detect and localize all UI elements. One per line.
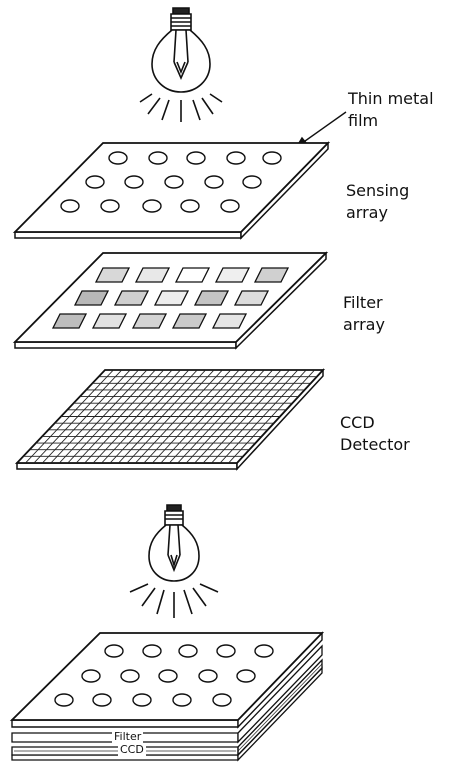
label-thin-metal-film: Thin metal film	[348, 88, 434, 132]
ccd-grid-column-line	[203, 370, 289, 463]
light-bulb-icon	[140, 8, 222, 122]
ccd-grid-column-line	[42, 370, 130, 463]
ccd-grid-column-line	[169, 370, 256, 463]
ccd-grid-column-line	[161, 370, 248, 463]
ccd-grid-column-line	[51, 370, 139, 463]
label-line: Detector	[340, 435, 410, 454]
stacked-assembly	[12, 633, 322, 760]
ccd-grid-column-line	[186, 370, 272, 463]
ccd-grid-column-line	[144, 370, 231, 463]
ccd-grid-column-line	[110, 370, 197, 463]
ccd-grid-column-line	[127, 370, 214, 463]
label-line: array	[343, 315, 385, 334]
sensing-array-plate	[15, 143, 328, 238]
label-line: Thin metal	[348, 89, 434, 108]
ccd-grid-column-line	[102, 370, 189, 463]
ccd-detector-plate	[17, 370, 323, 469]
ccd-grid-column-line	[93, 370, 180, 463]
ccd-grid-column-line	[212, 370, 298, 463]
label-ccd-detector: CCD Detector	[340, 412, 410, 456]
label-line: array	[346, 203, 388, 222]
ccd-grid-column-line	[119, 370, 206, 463]
ccd-grid-column-line	[76, 370, 163, 463]
ccd-grid-column-line	[59, 370, 147, 463]
sensing-holes	[61, 152, 281, 212]
label-sensing-array: Sensing array	[346, 180, 409, 224]
filter-row-3	[53, 314, 246, 328]
ccd-grid-column-line	[152, 370, 239, 463]
ccd-pixel-grid	[23, 370, 317, 463]
ccd-grid-column-line	[229, 370, 315, 463]
label-line: film	[348, 111, 379, 130]
label-filter-array: Filter array	[343, 292, 385, 336]
ccd-grid-column-line	[68, 370, 156, 463]
ccd-grid-column-line	[220, 370, 306, 463]
filter-row-2	[75, 291, 268, 305]
ccd-grid-column-line	[85, 370, 172, 463]
light-bulb-icon	[130, 505, 218, 618]
label-line: Filter	[343, 293, 383, 312]
ccd-grid-column-line	[195, 370, 281, 463]
ccd-grid-column-line	[34, 370, 122, 463]
stack-label-filter: Filter	[112, 730, 144, 743]
label-line: Sensing	[346, 181, 410, 200]
ccd-grid-column-line	[25, 370, 113, 463]
filter-elements	[53, 268, 288, 328]
ccd-grid-column-line	[178, 370, 265, 463]
stack-sensing-holes	[55, 645, 273, 706]
stack-label-ccd: CCD	[118, 743, 146, 756]
ccd-grid-column-line	[135, 370, 222, 463]
label-line: CCD	[340, 413, 375, 432]
filter-array-plate	[15, 253, 326, 348]
filter-row-1	[96, 268, 288, 282]
